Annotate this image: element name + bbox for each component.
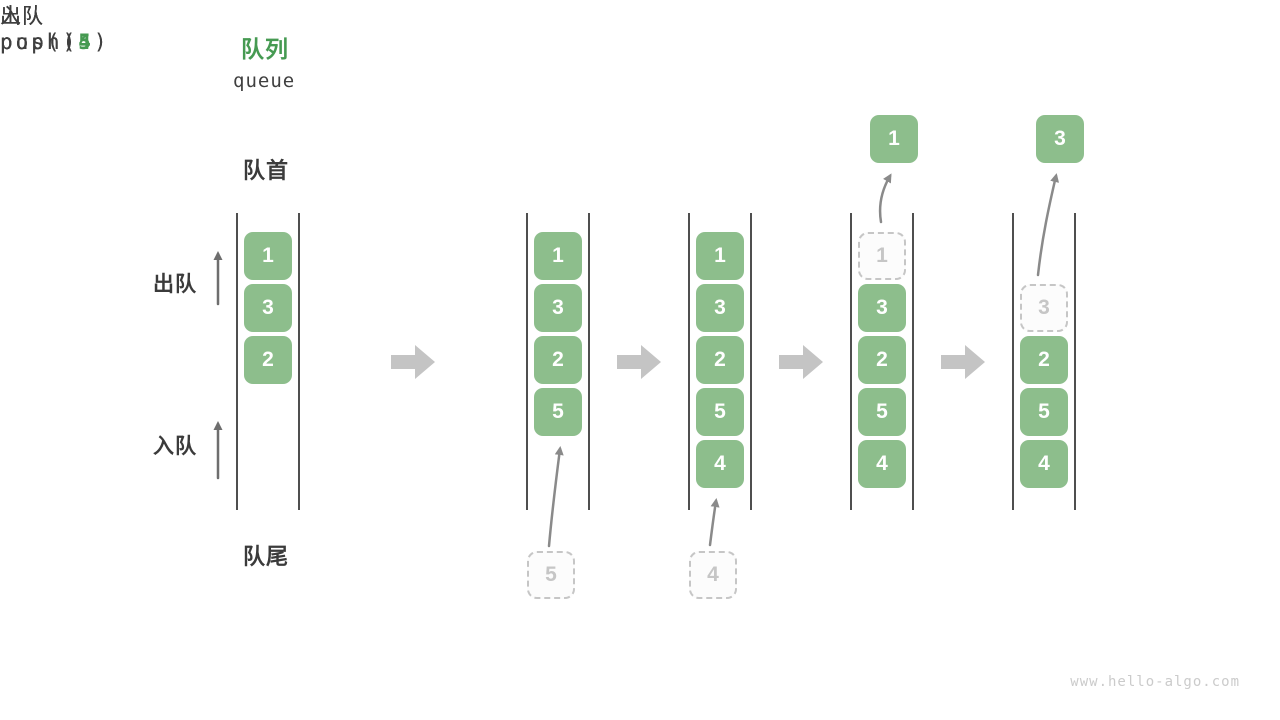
push-code-prefix: push( [0, 30, 79, 54]
queue-wall-left [236, 213, 238, 510]
push-code-suffix: ) [93, 30, 110, 54]
popped-item: 3 [1036, 115, 1084, 163]
diagram-title-en: queue [233, 70, 296, 92]
queue-item: 2 [1020, 336, 1068, 384]
queue-item: 4 [1020, 440, 1068, 488]
queue-wall-left [526, 213, 528, 510]
push-code-arg: 5 [78, 30, 94, 54]
queue-item: 2 [534, 336, 582, 384]
queue-wall-left [1012, 213, 1014, 510]
queue-item: 3 [858, 284, 906, 332]
diagram-title-cn: 队列 [241, 36, 289, 62]
queue-item: 1 [696, 232, 744, 280]
push-label-code: push(4) [0, 30, 1280, 54]
queue-item: 3 [534, 284, 582, 332]
queue-item: 1 [534, 232, 582, 280]
label-queue-rear: 队尾 [243, 544, 290, 569]
queue-wall-right [750, 213, 752, 510]
queue-item: 4 [858, 440, 906, 488]
push-code-suffix: ) [93, 30, 110, 54]
push-label-cn: 入队 [0, 5, 44, 28]
queue-item: 2 [858, 336, 906, 384]
queue-wall-right [588, 213, 590, 510]
pop-label-code: pop() [0, 30, 79, 54]
popped-item: 1 [870, 115, 918, 163]
push-code-arg: 4 [78, 30, 94, 54]
push-label-cn: 入队 [0, 5, 44, 28]
push-label-code: push(5) [0, 30, 1280, 54]
queue-item: 1 [244, 232, 292, 280]
queue-item: 4 [696, 440, 744, 488]
queue-wall-right [1074, 213, 1076, 510]
queue-item: 3 [696, 284, 744, 332]
queue-item: 3 [244, 284, 292, 332]
label-dequeue-side: 出队 [153, 273, 197, 296]
incoming-item-ghost: 4 [689, 551, 737, 599]
queue-wall-left [688, 213, 690, 510]
queue-item: 5 [858, 388, 906, 436]
label-enqueue-side: 入队 [153, 435, 197, 458]
incoming-item-ghost: 5 [527, 551, 575, 599]
queue-wall-left [850, 213, 852, 510]
queue-item: 5 [696, 388, 744, 436]
pop-label-code: pop() [0, 30, 79, 54]
pop-label-cn: 出队 [0, 5, 44, 28]
queue-item: 2 [696, 336, 744, 384]
queue-wall-right [298, 213, 300, 510]
label-queue-front: 队首 [243, 158, 290, 183]
queue-wall-right [912, 213, 914, 510]
pop-label-cn: 出队 [0, 5, 44, 28]
queue-item-ghost: 3 [1020, 284, 1068, 332]
push-code-prefix: push( [0, 30, 79, 54]
queue-item: 5 [1020, 388, 1068, 436]
watermark: www.hello-algo.com [1070, 674, 1240, 690]
queue-item: 5 [534, 388, 582, 436]
queue-item: 2 [244, 336, 292, 384]
queue-item-ghost: 1 [858, 232, 906, 280]
